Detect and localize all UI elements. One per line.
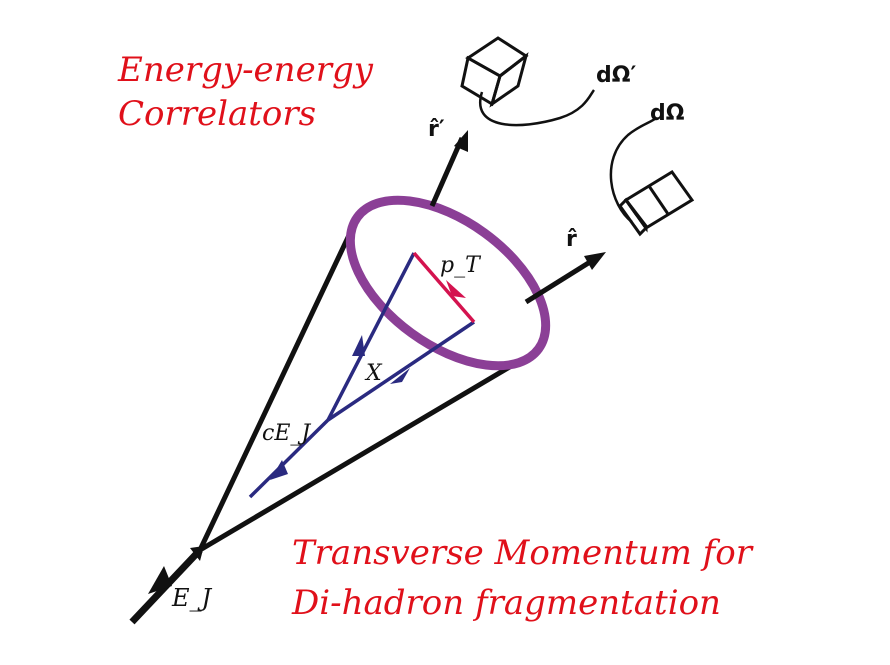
label-pt: p_T [440,253,482,278]
pt-arrow [446,280,466,298]
parent-parton-arrow [270,460,288,480]
label-x: X [364,361,383,386]
curve-to-box-prime [479,89,596,127]
hadron-line-1-arrow [352,335,365,356]
label-r: r̂ [566,227,577,252]
cone-lower-edge [198,359,520,553]
label-r-prime: r̂′ [428,117,445,142]
r-direction-arrow [524,259,592,305]
r-arrowhead [584,252,606,270]
pt-line [412,251,476,324]
title-bottom-line2: Di-hadron fragmentation [292,583,721,623]
detector-box [618,169,695,237]
title-top-line2: Correlators [118,94,317,134]
label-d-omega-prime: dΩ′ [596,63,636,88]
jet-arrowhead [148,566,172,594]
jet-ring [345,195,551,371]
r-prime-arrowhead [454,130,468,152]
hadron-line-1 [326,252,416,421]
title-top-line1: Energy-energy [118,50,373,90]
title-transverse-momentum: Transverse Momentum for Di-hadron fragme… [292,528,752,628]
curve-to-box [609,117,657,223]
title-energy-energy-correlators: Energy-energy Correlators [118,48,373,136]
label-d-omega: dΩ [650,101,685,126]
hadron-line-2 [327,320,475,422]
hadron-line-2-arrow [390,368,410,384]
cone-upper-edge [197,210,363,552]
label-ce-j: cE_J [262,421,311,446]
title-bottom-line1: Transverse Momentum for [292,533,752,573]
r-prime-direction-arrow [429,136,465,208]
parent-parton-line [248,418,330,499]
label-e-j: E_J [171,584,213,612]
detector-box-prime [460,36,529,108]
